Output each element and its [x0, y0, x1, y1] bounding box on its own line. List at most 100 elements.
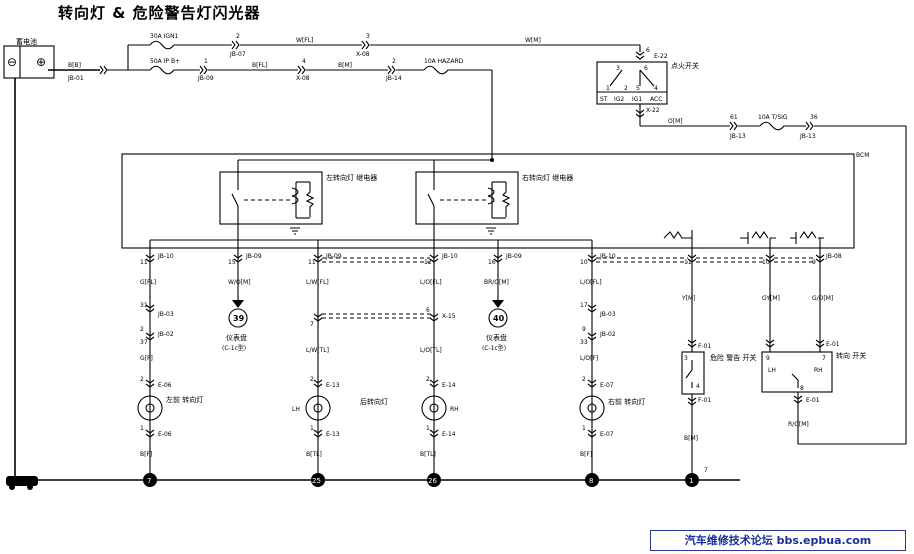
diagram-label: B[F]	[580, 451, 592, 458]
diagram-label: BR/O[M]	[484, 279, 509, 286]
diagram-label: 7	[822, 355, 826, 362]
diagram-label: 1	[689, 477, 693, 485]
diagram-label: 1	[310, 425, 314, 432]
diagram-label: RH	[450, 406, 459, 413]
diagram-label: R/O[M]	[788, 421, 809, 428]
diagram-label: 左前 转向灯	[166, 395, 203, 404]
diagram-label: 2	[140, 326, 144, 333]
diagram-label: 8	[589, 477, 593, 485]
diagram-label: JB-09	[245, 253, 262, 260]
diagram-label: 17	[580, 302, 588, 309]
diagram-label: JB-13	[799, 133, 816, 140]
diagram-label: JB-08	[825, 253, 842, 260]
diagram-label: 31	[140, 302, 148, 309]
diagram-label: 仪表盘	[486, 333, 507, 342]
diagram-label: 7	[310, 321, 314, 328]
diagram-label: 1	[426, 425, 430, 432]
turn-switch	[761, 351, 833, 393]
diagram-label: 9	[582, 326, 586, 333]
forum-watermark: 汽车维修技术论坛 bbs.epbua.com	[650, 530, 906, 551]
diagram-label: O[M]	[668, 118, 683, 125]
diagram-label: 4	[302, 58, 306, 65]
diagram-label: JB-10	[599, 253, 616, 260]
diagram-label: E-14	[442, 382, 456, 389]
diagram-label: B[TL]	[306, 451, 322, 458]
diagram-label: 9	[812, 259, 816, 266]
diagram-label: G[F]	[140, 355, 153, 362]
diagram-label: E-01	[826, 341, 840, 348]
fuse-ign1: 30A IGN1	[150, 33, 179, 40]
diagram-label: JB-03	[157, 311, 174, 318]
diagram-label: 11	[308, 259, 316, 266]
diagram-label: 点火开关	[671, 61, 699, 70]
diagram-label: 2	[392, 58, 396, 65]
diagram-label: Y[M]	[681, 295, 696, 302]
diagram-label: 右转向灯 继电器	[522, 173, 573, 182]
diagram-label: E-07	[600, 431, 614, 438]
diagram-label: 6	[646, 47, 650, 54]
diagram-label: 8	[800, 385, 804, 392]
diagram-label: G[FL]	[140, 279, 156, 286]
diagram-label: 40	[493, 314, 505, 323]
diagram-label: E-22	[654, 53, 668, 60]
diagram-label: 10A T/SIG	[758, 114, 788, 121]
diagram-label: JB-14	[385, 75, 402, 82]
diagram-label: 26	[428, 477, 437, 485]
diagram-label: X-22	[646, 107, 660, 114]
diagram-label: 2	[426, 376, 430, 383]
battery-label: 蓄电池	[16, 37, 37, 46]
bcm-label: BCM	[856, 152, 869, 159]
diagram-label: 左转向灯 继电器	[326, 173, 377, 182]
relay-left: 左转向灯 继电器	[219, 171, 377, 240]
diagram-label: LH	[292, 406, 300, 413]
diagram-label: 转向 开关	[836, 351, 866, 360]
diagram-label: 33	[580, 339, 588, 346]
diagram-label: JB-09	[325, 253, 342, 260]
diagram-label: 6	[644, 65, 648, 72]
diagram-label: 10	[762, 259, 770, 266]
diagram-label: W[FL]	[296, 37, 313, 44]
diagram-label: 6	[426, 307, 430, 314]
diagram-label: L/O[FL]	[580, 279, 602, 286]
diagram-label: B[F]	[140, 451, 152, 458]
wire-bb: B[B]	[68, 62, 81, 69]
diagram-label: L/W[TL]	[306, 347, 329, 354]
diagram-label: B[TL]	[420, 451, 436, 458]
diagram-label: F-01	[698, 343, 711, 350]
jb07-label: JB-07	[229, 51, 246, 58]
diagram-label: 1	[582, 425, 586, 432]
chassis-ground-icon	[6, 476, 38, 490]
battery-plus-icon: ⊕	[36, 55, 46, 69]
relay-right: 右转向灯 继电器	[415, 171, 573, 240]
diagram-label: IG1	[632, 96, 642, 103]
diagram-title: 转向灯 & 危险警告灯闪光器	[58, 4, 261, 22]
diagram-label: 3	[616, 65, 620, 72]
diagram-label: 右前 转向灯	[608, 397, 645, 406]
bcm-box	[121, 153, 855, 249]
diagram-label: X-15	[442, 313, 456, 320]
diagram-label: 12	[424, 259, 432, 266]
diagram-label: L/O[F]	[580, 355, 598, 362]
diagram-label: (C-1c型)	[222, 344, 246, 352]
diagram-label: 5	[636, 85, 640, 92]
diagram-label: 61	[730, 114, 738, 121]
diagram-label: L/O[TL]	[420, 347, 442, 354]
diagram-label: E-13	[326, 382, 340, 389]
diagram-label: W/O[M]	[228, 279, 251, 286]
hazard-switch	[681, 351, 705, 395]
diagram-label: 16	[488, 259, 496, 266]
diagram-label: LH	[768, 367, 776, 374]
diagram-label: 7	[147, 477, 151, 485]
ignition-switch: 点火开关 ST IG2 IG1 ACC 3 6 1 2 5 4	[596, 61, 699, 105]
diagram-label: 2	[236, 33, 240, 40]
diagram-label: 2	[624, 85, 628, 92]
diagram-label: 1	[606, 85, 610, 92]
diagram-label: X-08	[356, 51, 370, 58]
diagram-label: ACC	[650, 96, 662, 103]
diagram-label: 36	[810, 114, 818, 121]
diagram-label: E-06	[158, 431, 172, 438]
diagram-label: 1	[204, 58, 208, 65]
diagram-label: W[M]	[525, 37, 541, 44]
diagram-label: 39	[233, 314, 245, 323]
